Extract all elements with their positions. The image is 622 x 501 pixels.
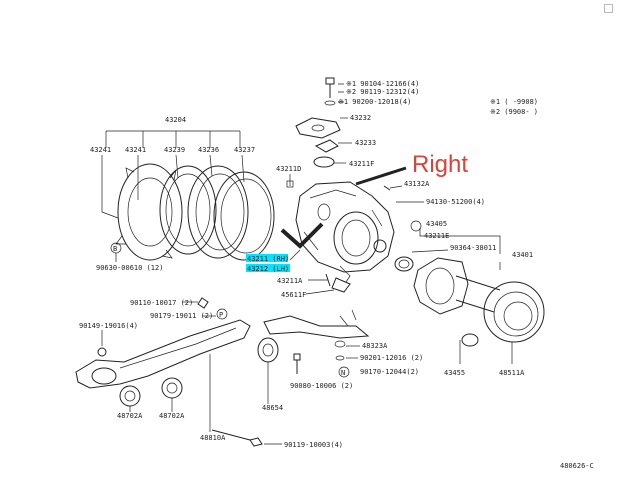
label-90080: 90080-10006 (2)	[290, 382, 353, 390]
bolt-90080-icon	[293, 353, 301, 374]
bushing-48702a-right	[161, 377, 183, 399]
shim-43233	[314, 139, 339, 153]
label-43211f: 43211F	[349, 160, 374, 168]
label-45611f: 45611F	[281, 291, 306, 299]
label-43401: 43401	[512, 251, 533, 259]
label-90630: 90630-00610 (12)	[96, 264, 163, 272]
bushings	[119, 337, 346, 447]
label-43212-lh: 43212 (LH)	[247, 265, 289, 273]
knuckle-bore	[333, 211, 379, 265]
label-90364: 90364-38011	[450, 244, 496, 252]
label-48810a: 48810A	[200, 434, 226, 442]
ref-p-circle-icon	[216, 308, 228, 320]
bushing-43211f	[313, 156, 335, 168]
label-43211d: 43211D	[276, 165, 301, 173]
highlight-43212	[246, 264, 290, 272]
ref-n2-circle-icon	[338, 366, 350, 378]
pin-icon	[325, 273, 331, 287]
label-90110: 90110-10017 (2)	[130, 299, 193, 307]
label-43241-b: 43241	[125, 146, 146, 154]
label-43232: 43232	[350, 114, 371, 122]
diagram-code: 480626-C	[560, 462, 594, 470]
label-90201: 90201-12016 (2)	[360, 354, 423, 362]
label-94130: 94130-51200(4)	[426, 198, 485, 206]
axle-hub-group	[413, 257, 545, 347]
hub-43455-outer	[483, 281, 545, 343]
label-43211-rh: 43211 (RH)	[247, 255, 289, 263]
select-checkbox[interactable]	[604, 4, 613, 13]
note-90200: ※1 90200-12018(4)	[338, 98, 411, 106]
washer-90201-icon	[335, 355, 345, 361]
washer-48323a-icon	[334, 340, 346, 348]
top-bolt-stack	[295, 77, 344, 168]
hub-inner-plate	[127, 177, 173, 247]
label-48654: 48654	[262, 404, 283, 412]
callout-right: Right	[412, 151, 468, 178]
arm-bushing-end	[91, 367, 117, 385]
top-bracket-leaders	[101, 130, 245, 219]
label-90179: 90179-19011 (2)	[150, 312, 213, 320]
lower-arm-48810a	[75, 319, 251, 389]
bearing-ring-a-inner	[195, 173, 245, 251]
label-43211a: 43211A	[277, 277, 303, 285]
label-43237: 43237	[234, 146, 255, 154]
label-43239: 43239	[164, 146, 185, 154]
label-48511a: 48511A	[499, 369, 525, 377]
ref-n: N	[341, 369, 345, 377]
bolt-90119-icon	[211, 429, 263, 447]
ref-b: B	[113, 245, 117, 253]
control-arm-group	[75, 297, 370, 389]
bracket-45611f	[331, 277, 351, 293]
right-arrow-line	[355, 166, 407, 186]
label-43233: 43233	[355, 139, 376, 147]
label-43236: 43236	[198, 146, 219, 154]
highlight-43211	[246, 254, 288, 262]
axle-shaft	[455, 275, 501, 313]
axle-flange-43401	[413, 257, 469, 315]
bearing-ring-b-inner	[220, 178, 272, 254]
small-bolt-icon	[383, 185, 391, 191]
seal-ring	[159, 165, 217, 255]
top-bolt-icon	[325, 77, 335, 98]
key-note-1: ※1 ( -9908)	[490, 98, 538, 106]
label-90149: 90149-19016(4)	[79, 322, 138, 330]
cap-plate-43232	[295, 117, 341, 139]
label-43455: 43455	[444, 369, 465, 377]
note-90104: ※1 90104-12166(4)	[346, 80, 419, 88]
label-48702a-right: 48702A	[159, 412, 185, 420]
washer-icon	[324, 100, 336, 106]
ref-n-circle-icon	[410, 220, 422, 232]
hub-bearing-group	[115, 163, 275, 261]
label-90119: 90119-10003(4)	[284, 441, 343, 449]
note-90119: ※2 90119-12312(4)	[346, 88, 419, 96]
label-90170: 90170-12044(2)	[360, 368, 419, 376]
knuckle-body	[295, 181, 414, 293]
label-43132a: 43132A	[404, 180, 430, 188]
bushing-48654	[257, 337, 279, 363]
small-nut-icon	[197, 297, 209, 309]
nut-icon	[97, 347, 107, 357]
stud-icon	[373, 239, 387, 253]
bearing-ring-a	[187, 165, 249, 259]
tie-rod-bracket	[263, 315, 370, 339]
ref-p: P	[219, 311, 223, 319]
bushing-48702a-left	[119, 385, 141, 407]
bearing-90364	[394, 256, 414, 272]
label-48702a-left: 48702A	[117, 412, 143, 420]
label-43241-a: 43241	[90, 146, 111, 154]
right-callout: Right	[280, 151, 468, 249]
bearing-ring-b	[213, 171, 275, 261]
label-48323a: 48323A	[362, 342, 388, 350]
hub-outer-plate	[117, 163, 183, 261]
hub-seal	[461, 333, 479, 347]
label-43405: 43405	[426, 220, 447, 228]
seal-ring-inner	[165, 173, 211, 247]
key-note-2: ※2 (9908- )	[490, 108, 538, 116]
check-mark-icon	[280, 222, 324, 249]
label-43204: 43204	[165, 116, 186, 124]
label-43211e: 43211E	[424, 232, 449, 240]
